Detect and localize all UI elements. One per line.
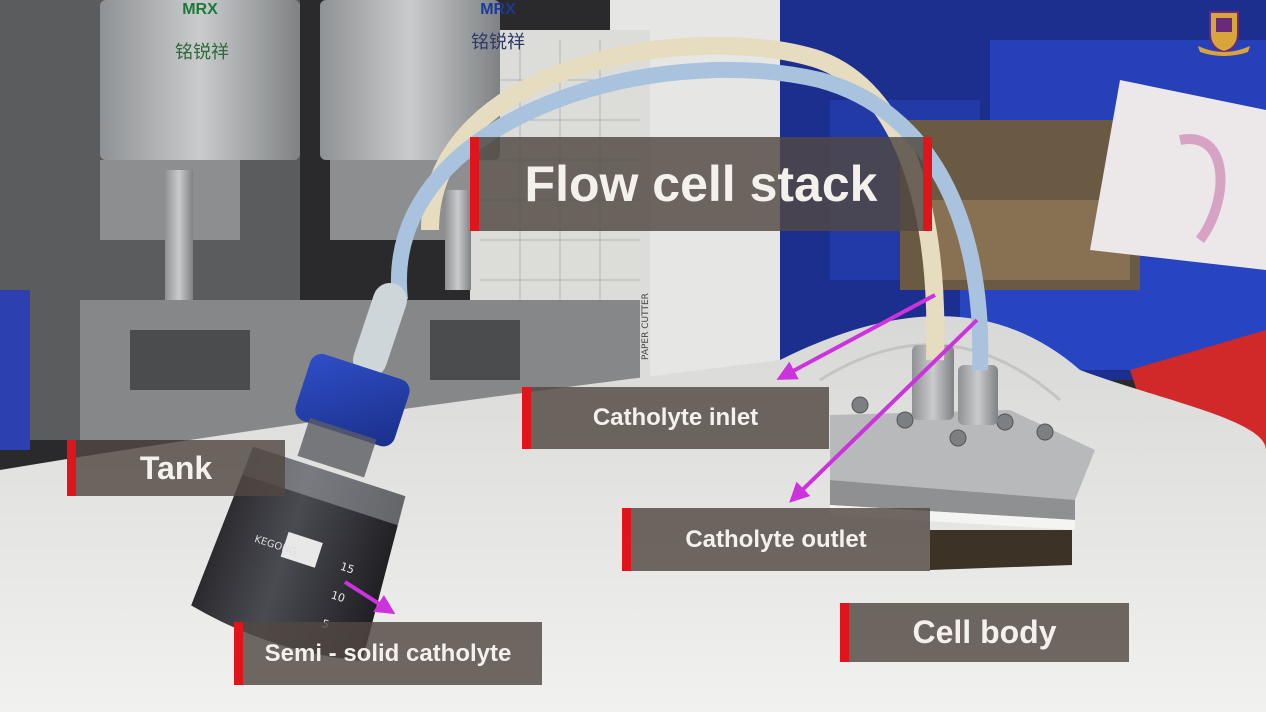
bottle-mark-10: 10: [329, 588, 346, 605]
tank-text: Tank: [139, 449, 213, 486]
accent-bar: [622, 508, 631, 571]
cell-body-label: Cell body: [840, 603, 1129, 662]
flow-cell-stack-text: Flow cell stack: [524, 156, 878, 212]
paper-cutter-text: PAPER CUTTER: [641, 293, 651, 360]
accent-bar: [840, 603, 849, 662]
catholyte-inlet-label: Catholyte inlet: [522, 387, 829, 449]
university-crest-icon: [1198, 11, 1250, 56]
accent-bar: [470, 137, 479, 231]
accent-bar: [522, 387, 531, 449]
accent-bar: [234, 622, 243, 685]
accent-bar: [67, 440, 76, 496]
machine-name-right: 铭锐祥: [471, 32, 525, 53]
press-machine-left: [100, 0, 300, 160]
semi-solid-catholyte-label: Semi - solid catholyte: [234, 622, 542, 685]
flow-cell-stack-label: Flow cell stack: [470, 137, 932, 231]
catholyte-outlet-text: Catholyte outlet: [685, 525, 867, 553]
semi-solid-catholyte-text: Semi - solid catholyte: [264, 639, 512, 667]
tank-label: Tank: [67, 440, 285, 496]
cell-body-text: Cell body: [912, 614, 1057, 650]
tank-bottle: KEGONG 15 10 5: [191, 353, 410, 661]
catholyte-inlet-text: Catholyte inlet: [592, 404, 759, 431]
machine-brand-left: MRX: [182, 1, 218, 18]
press-machine-right: [320, 0, 500, 160]
bottle-mark-15: 15: [339, 560, 356, 577]
accent-bar: [923, 137, 932, 231]
paper-note: [1090, 80, 1266, 270]
catholyte-outlet-label: Catholyte outlet: [622, 508, 930, 571]
machine-brand-right: MRX: [480, 1, 516, 18]
blue-tube: [390, 61, 989, 371]
machine-name-left: 铭锐祥: [175, 42, 229, 63]
